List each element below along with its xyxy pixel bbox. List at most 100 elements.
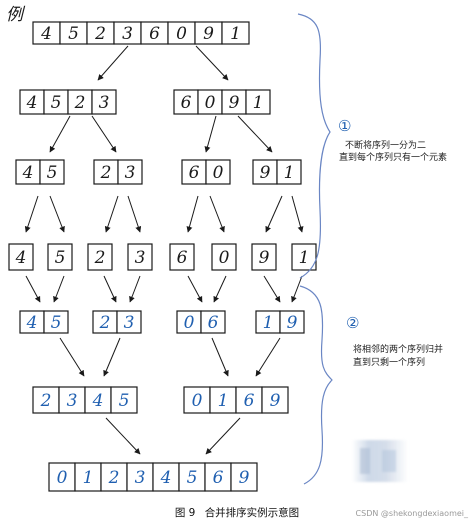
arrow [291, 195, 304, 233]
array-cell [251, 243, 277, 271]
array-cell [279, 310, 305, 334]
array-box: 0 [211, 243, 237, 271]
phase2-note-line1: 将相邻的两个序列归并 [353, 343, 443, 355]
arrow [25, 275, 41, 303]
arrow [103, 337, 121, 377]
corner-label: 例 [6, 5, 26, 25]
arrow [24, 195, 39, 233]
array-cell-value: 1 [284, 163, 295, 183]
array-cell [116, 310, 142, 334]
figure-title: 合并排序实例示意图 [204, 507, 300, 519]
array-cell-value: 6 [189, 163, 200, 183]
array-cell [230, 462, 258, 492]
arrow [97, 45, 129, 81]
arrow [187, 275, 203, 303]
array-cell [211, 243, 237, 271]
array-cell-value: 2 [74, 93, 86, 113]
array-cell-value: 6 [208, 313, 219, 333]
array-cell-value: 0 [176, 24, 187, 44]
phase1-note-line2: 直到每个序列只有一个元素 [339, 151, 447, 163]
array-cell-value: 9 [229, 93, 240, 113]
arrow [263, 275, 281, 303]
arrow [186, 195, 199, 233]
array-cell-value: 9 [239, 468, 250, 488]
array-cell-value: 3 [135, 248, 146, 268]
array-cell-value: 4 [40, 24, 52, 44]
array-cell-value: 0 [184, 313, 195, 333]
arrow [103, 275, 117, 303]
arrow [195, 45, 229, 81]
arrow [59, 337, 85, 377]
array-cell-value: 5 [51, 313, 62, 333]
array-cell [93, 159, 119, 185]
array-cell-value: 2 [108, 468, 120, 488]
array-cell-value: 2 [100, 163, 112, 183]
array-cell-value: 6 [149, 24, 160, 44]
arrow [49, 115, 71, 153]
array-cell [183, 386, 211, 414]
array-cell [58, 386, 86, 414]
array-cell-value: 4 [26, 313, 38, 333]
arrow [265, 195, 283, 233]
arrow [209, 195, 225, 233]
array-cell [178, 462, 206, 492]
phase1-bracket [297, 13, 331, 279]
array-cell [181, 159, 207, 185]
array-cell [32, 386, 60, 414]
arrow [204, 115, 217, 153]
arrow [53, 275, 65, 303]
array-cell-value: 5 [68, 24, 79, 44]
array-cell-value: 5 [47, 163, 58, 183]
array-cell-value: 1 [83, 468, 94, 488]
array-cell-value: 6 [177, 248, 188, 268]
array-cell-value: 9 [203, 24, 214, 44]
array-cell-value: 3 [67, 391, 78, 411]
arrow [205, 417, 241, 455]
array-cell-value: 0 [192, 391, 203, 411]
array-cell [205, 159, 231, 185]
array-cell [110, 386, 138, 414]
array-box: 3 [127, 243, 153, 271]
array-cell-value: 2 [40, 391, 52, 411]
array-cell [261, 386, 289, 414]
phase2-note-line2: 直到只剩一个序列 [353, 356, 425, 368]
array-box: 6 [169, 243, 195, 271]
arrow [127, 195, 142, 233]
array-cell [84, 386, 112, 414]
array-cell-value: 3 [124, 313, 135, 333]
array-cell [235, 386, 263, 414]
blurred-watermark-patch [352, 440, 408, 482]
array-cell-value: 0 [213, 163, 224, 183]
array-cell [221, 21, 250, 45]
array-cell-value: 3 [125, 163, 136, 183]
array-cell [47, 243, 73, 271]
array-cell [39, 159, 65, 185]
array-cell [200, 310, 226, 334]
array-cell-value: 9 [270, 391, 281, 411]
array-cell-value: 4 [160, 468, 172, 488]
array-cell-value: 9 [260, 163, 271, 183]
figure-number: 图 9 [174, 507, 196, 519]
array-cell-value: 2 [94, 248, 106, 268]
source-credit: CSDN @shekongdexiaomei_ [355, 509, 468, 518]
array-cell-value: 6 [181, 93, 192, 113]
array-cell-value: 9 [259, 248, 270, 268]
figure-caption: 图 9 合并排序实例示意图 [0, 505, 474, 520]
arrow [129, 275, 141, 303]
